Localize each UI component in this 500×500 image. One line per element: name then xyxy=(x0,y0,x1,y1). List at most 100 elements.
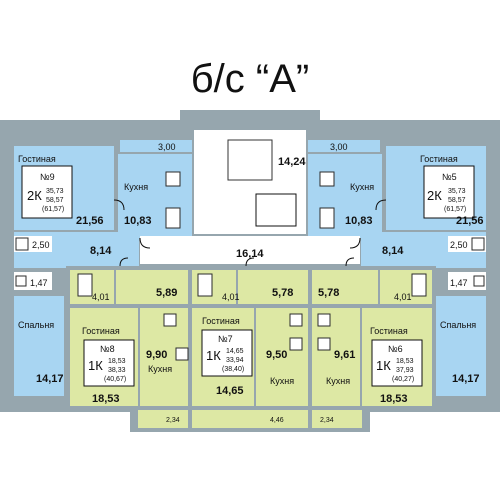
apt5-type: 2К xyxy=(427,188,442,203)
apt9-total-balcony-area: (61,57) xyxy=(42,206,64,213)
apt9-info-box xyxy=(21,165,73,219)
apt8-hall xyxy=(116,270,188,304)
apt6-total-area: 37,93 xyxy=(396,367,414,374)
apt5-total-area: 58,57 xyxy=(448,197,466,204)
apt9-bedroom-label: Спальня xyxy=(18,320,54,330)
apt5-bedroom-area: 14,17 xyxy=(452,373,480,385)
apt6-kitchen-label: Кухня xyxy=(326,376,350,386)
apt7-hall xyxy=(238,270,308,304)
apartment-7[interactable]: 4,01 5,78 Гостиная №7 1К 14,65 33,94 (38… xyxy=(192,270,308,428)
apt5-number: №5 xyxy=(442,172,457,182)
apt6-hall-area: 5,78 xyxy=(318,287,339,299)
apt8-total-area: 38,33 xyxy=(108,367,126,374)
apt8-living-area: 18,53 xyxy=(108,358,126,365)
apt7-kitchen-label: Кухня xyxy=(270,376,294,386)
apt5-total-balcony-area: (61,57) xyxy=(444,206,466,213)
apt7-stove-icon xyxy=(289,337,303,351)
apt6-tub-icon xyxy=(411,273,427,297)
apt5-bathroom-area: 2,50 xyxy=(450,240,468,250)
stair-area: 14,24 xyxy=(278,156,306,168)
apartment-6[interactable]: 5,78 4,01 9,61 Кухня Гостиная №6 1К 18,5… xyxy=(312,270,432,428)
apt9-balcony-area: 3,00 xyxy=(158,142,176,152)
apt7-total-balcony-area: (38,40) xyxy=(222,366,244,373)
apt8-kitchen-area: 9,90 xyxy=(146,349,167,361)
apt9-sink-icon xyxy=(165,171,181,187)
apt8-sink-icon xyxy=(163,313,177,327)
apt9-balcony xyxy=(120,140,192,152)
apt9-bedroom-area: 14,17 xyxy=(36,373,64,385)
apt9-kitchen-area: 10,83 xyxy=(124,215,152,227)
apt7-living-area: 14,65 xyxy=(226,348,244,355)
apartment-9[interactable]: Гостиная №9 2К 35,73 58,57 (61,57) 21,56… xyxy=(14,140,192,396)
apt9-bedroom xyxy=(14,296,64,396)
apartment-8[interactable]: 4,01 5,89 Гостиная №8 1К 18,53 38,33 (40… xyxy=(70,270,189,428)
apt6-total-balcony-area: (40,27) xyxy=(392,376,414,383)
apt5-tub-icon xyxy=(471,237,485,251)
apt6-info-box xyxy=(371,339,423,387)
apt8-number: №8 xyxy=(100,344,115,354)
stair-flight xyxy=(227,139,273,181)
doors xyxy=(113,199,387,267)
apt5-toilet-icon xyxy=(473,275,485,287)
apt9-kitchen-label: Кухня xyxy=(124,182,148,192)
elevator-shaft xyxy=(255,193,297,227)
apt8-type: 1К xyxy=(88,358,103,373)
apt8-kitchen-label: Кухня xyxy=(148,364,172,374)
apt5-stove-icon xyxy=(319,207,335,229)
corridor-area: 16,14 xyxy=(236,248,264,260)
apt6-stove-icon xyxy=(317,337,331,351)
apt8-info-box xyxy=(83,339,135,387)
apt5-living-label: Гостиная xyxy=(420,154,458,164)
apartment-5[interactable]: Гостиная №5 2К 35,73 58,57 (61,57) 21,56… xyxy=(308,140,486,396)
apt6-living-label: Гостиная xyxy=(370,326,408,336)
apt9-living-area: 35,73 xyxy=(46,188,64,195)
apt9-number: №9 xyxy=(40,172,55,182)
apt7-living-area-value: 14,65 xyxy=(216,385,244,397)
apt5-living-area: 35,73 xyxy=(448,188,466,195)
apt8-balcony-area: 2,34 xyxy=(166,417,180,424)
apt5-bedroom-label: Спальня xyxy=(440,320,476,330)
apt7-sink-icon xyxy=(289,313,303,327)
apt6-number: №6 xyxy=(388,344,403,354)
apt5-kitchen-area: 10,83 xyxy=(345,215,373,227)
apt8-stove-icon xyxy=(175,347,189,361)
apt8-hall-area: 5,89 xyxy=(156,287,177,299)
apt5-bedroom xyxy=(436,296,486,396)
apt5-living-area-value: 21,56 xyxy=(456,215,484,227)
apt8-living-label: Гостиная xyxy=(82,326,120,336)
apt6-sink-icon xyxy=(317,313,331,327)
apt7-bathroom-area: 4,01 xyxy=(222,292,240,302)
apt7-balcony-area: 4,46 xyxy=(270,417,284,424)
apt5-kitchen-label: Кухня xyxy=(350,182,374,192)
apt7-tub-icon xyxy=(197,273,213,297)
apt9-type: 2К xyxy=(27,188,42,203)
apt8-tub-icon xyxy=(77,273,93,297)
apt9-total-area: 58,57 xyxy=(46,197,64,204)
apt9-hall-area: 8,14 xyxy=(90,245,112,257)
apt9-wc-area: 1,47 xyxy=(30,278,48,288)
section-title: б/с “А” xyxy=(191,57,309,101)
apt9-tub-icon xyxy=(15,237,29,251)
apt5-balcony-area: 3,00 xyxy=(330,142,348,152)
apt7-type: 1К xyxy=(206,348,221,363)
apt8-living-area-value: 18,53 xyxy=(92,393,120,405)
apt5-balcony xyxy=(308,140,380,152)
apt9-bathroom-area: 2,50 xyxy=(32,240,50,250)
apt6-bathroom-area: 4,01 xyxy=(394,292,412,302)
apt6-balcony xyxy=(312,410,362,428)
apt6-kitchen-area: 9,61 xyxy=(334,349,355,361)
apt7-hall-area: 5,78 xyxy=(272,287,293,299)
apt6-type: 1К xyxy=(376,358,391,373)
apt5-sink-icon xyxy=(319,171,335,187)
apt7-number: №7 xyxy=(218,334,233,344)
apt8-total-balcony-area: (40,67) xyxy=(104,376,126,383)
apt7-kitchen-area: 9,50 xyxy=(266,349,287,361)
common-core: 14,24 16,14 xyxy=(140,130,360,264)
apt5-wc-area: 1,47 xyxy=(450,278,468,288)
apt8-balcony xyxy=(138,410,188,428)
corridor xyxy=(140,236,360,264)
apt7-info-box xyxy=(201,329,253,377)
apt8-bathroom-area: 4,01 xyxy=(92,292,110,302)
